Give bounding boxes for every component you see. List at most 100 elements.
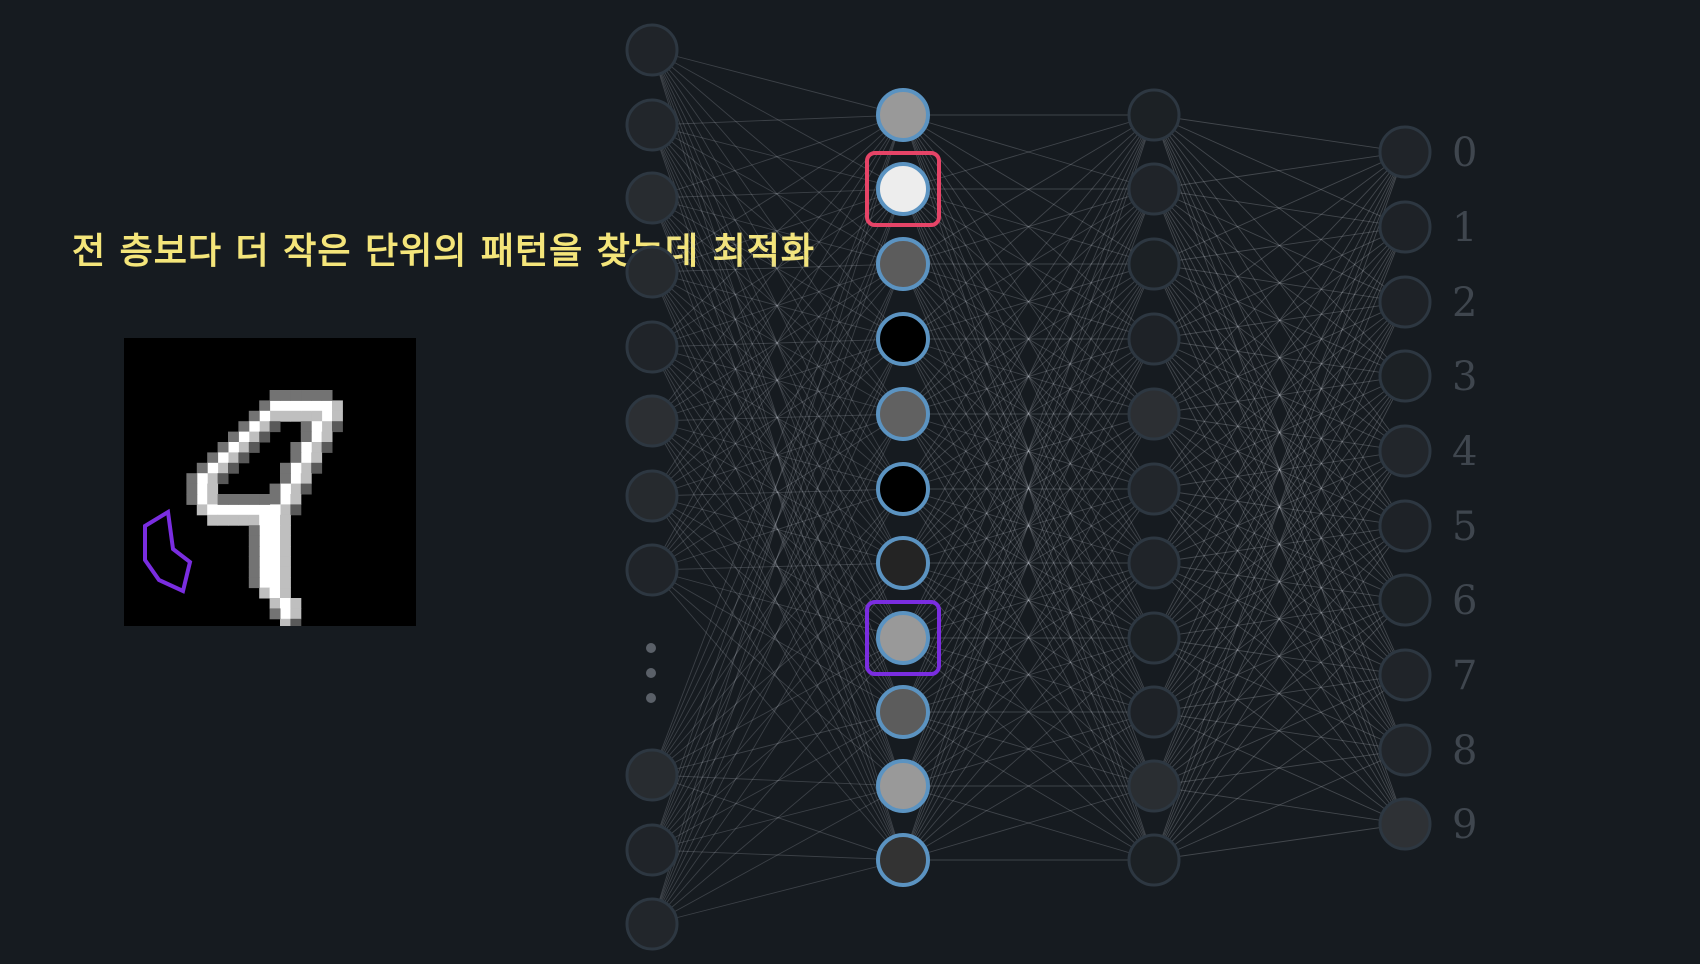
output-label: 0 (1452, 130, 1477, 176)
network-edge (902, 338, 1155, 490)
digit-pixel (217, 442, 229, 453)
network-edge (902, 188, 1155, 713)
network-edge (902, 338, 1155, 861)
network-edge (651, 49, 904, 190)
network-edge (1153, 637, 1406, 751)
network-edge (1153, 525, 1406, 564)
digit-pixel (269, 390, 281, 401)
digit-pixel (238, 504, 250, 516)
input-neuron (625, 394, 679, 448)
digit-pixel (300, 421, 312, 433)
input-neuron (625, 98, 679, 152)
network-edge (651, 114, 904, 571)
network-edge (902, 413, 1155, 639)
network-edge (902, 488, 1155, 713)
network-edge (1153, 413, 1406, 601)
network-edge (1153, 188, 1406, 601)
network-edge (651, 271, 904, 787)
network-edge (902, 562, 1155, 861)
network-edge (902, 338, 1155, 861)
network-edge (651, 188, 904, 273)
network-edges (651, 49, 1406, 925)
network-edge (1153, 188, 1406, 228)
network-edge (651, 197, 904, 861)
network-edge (651, 114, 904, 925)
digit-pixel (321, 410, 333, 422)
digit-pixel (248, 556, 260, 568)
network-edge (902, 338, 1155, 787)
network-edge (1153, 488, 1406, 676)
digit-pixel (248, 546, 260, 557)
network-edge (1153, 114, 1406, 303)
network-edge (902, 263, 1155, 564)
network-edge (1153, 114, 1406, 601)
digit-pixel (228, 514, 239, 526)
network-edge (651, 271, 904, 490)
network-edge (651, 785, 904, 925)
ellipsis-dot (646, 693, 656, 703)
network-edge (902, 114, 1155, 787)
network-edge (1153, 338, 1406, 601)
output-neuron (1378, 573, 1432, 627)
network-edge (902, 562, 1155, 639)
digit-pixel (259, 566, 271, 578)
hidden2-neuron (1127, 387, 1181, 441)
output-label: 7 (1452, 653, 1477, 699)
network-edge (651, 569, 904, 639)
network-edge (1153, 151, 1406, 490)
network-edge (651, 114, 904, 273)
digit-pixel (196, 494, 208, 505)
digit-pixel (248, 494, 260, 505)
hidden1-neuron (876, 162, 930, 216)
digit-pixel (207, 462, 219, 474)
purple-highlight-box (143, 508, 193, 594)
network-edge (1153, 114, 1406, 452)
network-edge (1153, 375, 1406, 490)
network-edge (651, 124, 904, 190)
digit-pixel (248, 566, 260, 578)
network-edge (651, 346, 904, 564)
network-edge (902, 188, 1155, 415)
hidden1-neuron (876, 88, 930, 142)
network-edge (651, 49, 904, 861)
network-edge (651, 637, 904, 925)
digit-pixel (228, 442, 239, 453)
digit-pixel (259, 556, 271, 568)
hidden2-neuron (1127, 833, 1181, 887)
digit-pixel (269, 577, 281, 589)
network-edge (902, 188, 1155, 861)
digit-pixel (186, 483, 198, 495)
network-edge (902, 263, 1155, 639)
hidden1-neuron (876, 685, 930, 739)
digit-pixel (280, 618, 291, 630)
digit-pixel (311, 442, 323, 453)
digit-pixel (311, 462, 323, 474)
digit-pixel (269, 556, 281, 568)
network-edge (1153, 301, 1406, 787)
digit-pixel (259, 410, 271, 422)
digit-pixel (186, 494, 198, 505)
digit-pixel (311, 410, 323, 422)
network-edge (1153, 338, 1406, 751)
network-edge (902, 488, 1155, 639)
network-edge (651, 114, 904, 348)
network-edge (651, 849, 904, 861)
digit-pixel (280, 608, 291, 620)
network-edge (1153, 413, 1406, 825)
network-edge (902, 114, 1155, 265)
network-edge (1153, 301, 1406, 564)
network-edge (902, 188, 1155, 415)
digit-pixel (259, 421, 271, 433)
digit-pixel (207, 494, 219, 505)
network-edge (1153, 263, 1406, 601)
digit-pixel (280, 587, 291, 599)
network-edge (651, 774, 904, 787)
digit-pixel (196, 473, 208, 485)
network-edge (902, 263, 1155, 861)
network-edge (1153, 263, 1406, 452)
network-edge (651, 263, 904, 497)
network-edge (1153, 263, 1406, 377)
network-edge (1153, 450, 1406, 787)
output-label: 1 (1452, 205, 1477, 251)
network-edge (902, 413, 1155, 713)
